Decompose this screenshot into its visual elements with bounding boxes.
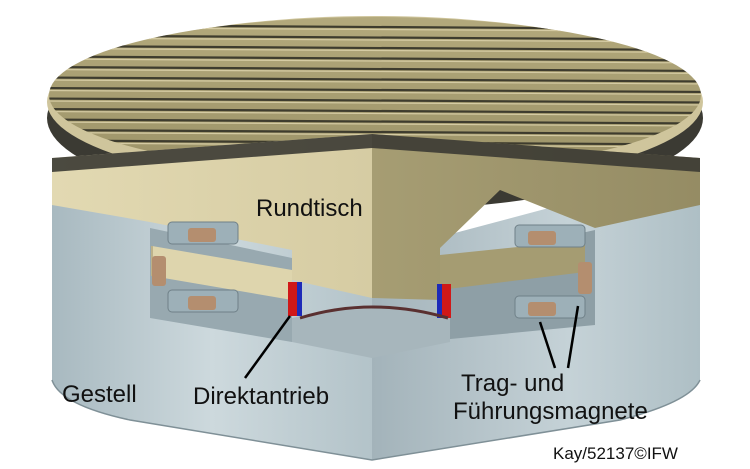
label-frame: Gestell [62,381,137,408]
magnet-assembly-left [152,221,239,313]
table-groove-highlight [49,89,701,96]
table-groove-highlight [49,37,701,43]
leader-lines [243,305,580,379]
label-table: Rundtisch [256,195,363,222]
direct-drive-elements [288,282,451,320]
credit-text: Kay/52137©IFW [553,444,678,463]
table-groove-highlight [49,47,701,54]
table-cutaway [52,134,700,300]
table-groove [49,44,701,52]
table-groove [49,97,701,104]
table-groove [49,86,701,94]
table-groove-highlight [49,68,701,75]
table-groove [49,107,701,115]
table-groove [49,128,701,136]
label-magnets-line1: Trag- und [461,370,565,397]
table-groove [49,76,701,83]
table-groove-highlight [49,121,701,127]
table-groove [49,65,701,73]
table-groove-highlight [49,100,701,106]
table-groove-highlight [49,110,701,117]
label-drive: Direktantrieb [193,383,330,410]
table-groove-highlight [49,79,701,85]
table-groove-highlight [49,58,701,64]
label-magnets-line2: Führungsmagnete [453,398,648,425]
magnet-assembly-right [514,224,592,319]
table-groove [49,118,701,125]
table-groove [49,55,701,62]
